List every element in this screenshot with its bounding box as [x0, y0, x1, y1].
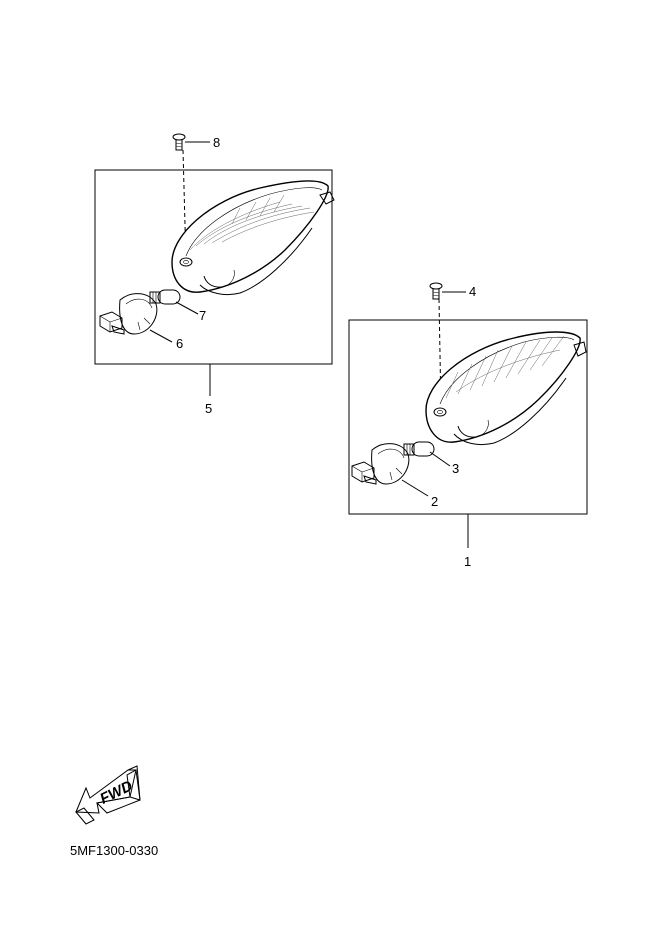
screw-8 [172, 133, 186, 151]
assembly-1: 4 3 2 1 [348, 282, 588, 569]
screw-4 [429, 282, 443, 300]
callout-2: 2 [431, 494, 438, 509]
callout-7: 7 [199, 308, 206, 323]
leader-7 [175, 301, 199, 315]
callout-8: 8 [213, 135, 220, 150]
bulb-7 [149, 289, 181, 305]
socket-6 [99, 293, 158, 335]
leader-6 [149, 329, 173, 343]
callout-1: 1 [464, 554, 471, 569]
leader-2 [401, 479, 429, 497]
assembly-5: 8 7 6 5 [94, 133, 335, 416]
socket-2 [351, 443, 410, 485]
leader-3 [429, 451, 451, 467]
callout-6: 6 [176, 336, 183, 351]
callout-3: 3 [452, 461, 459, 476]
turn-signal-lens-1 [425, 331, 587, 446]
fwd-label: FWD [97, 777, 135, 807]
callout-5: 5 [205, 401, 212, 416]
callout-4: 4 [469, 284, 476, 299]
fwd-arrow-face [75, 769, 137, 814]
bulb-3 [403, 441, 435, 457]
assembly-5-frame [94, 169, 333, 365]
fwd-arrow: FWD [75, 765, 141, 825]
diagram-code: 5MF1300-0330 [70, 843, 158, 858]
turn-signal-lens-5 [171, 180, 335, 296]
